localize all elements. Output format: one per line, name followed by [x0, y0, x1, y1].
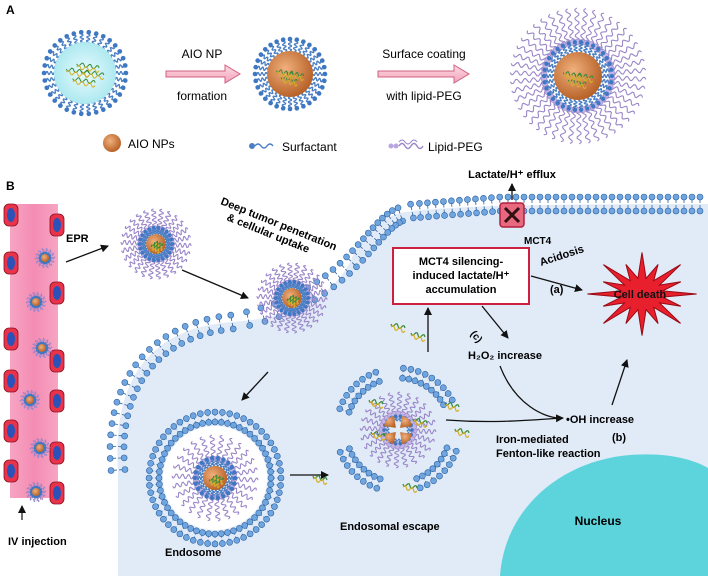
h2o2-label: H₂O₂ increase: [468, 350, 542, 362]
panel-b-label: B: [6, 179, 15, 193]
legend-surfactant-label: Surfactant: [282, 140, 337, 154]
iv-injection-label: IV injection: [8, 536, 67, 548]
endosomal-escape-label: Endosomal escape: [340, 521, 440, 533]
legend-surfactant-swatch: [249, 143, 273, 149]
epr-arrow: [66, 246, 108, 262]
legend-lipid-peg-swatch: [389, 140, 424, 149]
legend-np-swatch: [103, 134, 121, 152]
np-extracellular: [121, 209, 191, 279]
oh-label: •OH increase: [566, 414, 634, 426]
legend-nps-label: AIO NPs: [128, 137, 175, 151]
panel-a-label: A: [6, 3, 15, 17]
nucleus-label: Nucleus: [575, 514, 622, 528]
blood-vessel: [4, 204, 64, 504]
fenton-line-2: Fenton-like reaction: [496, 448, 601, 460]
coating-label-bottom: with lipid-PEG: [385, 89, 461, 103]
legend-lipid-peg-label: Lipid-PEG: [428, 140, 483, 154]
formation-label-bottom: formation: [177, 89, 227, 103]
mct4-transporter: [500, 203, 524, 227]
endosome: [146, 409, 284, 547]
efflux-label: Lactate/H⁺ efflux: [468, 169, 557, 181]
silencing-line-2: induced lactate/H⁺: [413, 270, 510, 282]
fenton-line-1: Iron-mediated: [496, 434, 569, 446]
endosome-label: Endosome: [165, 547, 221, 559]
coating-arrow: [378, 65, 469, 83]
coating-label-top: Surface coating: [382, 47, 465, 61]
epr-label: EPR: [66, 233, 89, 245]
a-marker: (a): [550, 284, 564, 296]
silencing-line-3: accumulation: [426, 284, 497, 296]
micelle-np: [42, 30, 129, 116]
legend: AIO NPs Surfactant Lipid-PEG: [103, 134, 483, 154]
b-marker: (b): [612, 432, 626, 444]
cell-death-label: Cell death: [614, 289, 667, 301]
silencing-line-1: MCT4 silencing-: [419, 256, 504, 268]
mct4-label: MCT4: [524, 236, 552, 247]
uptake-arrow: [182, 270, 248, 298]
formation-arrow: [166, 65, 240, 83]
aio-np-with-surfactant: [253, 37, 328, 112]
peg-coated-np: [510, 8, 646, 144]
formation-label-top: AIO NP: [182, 47, 223, 61]
